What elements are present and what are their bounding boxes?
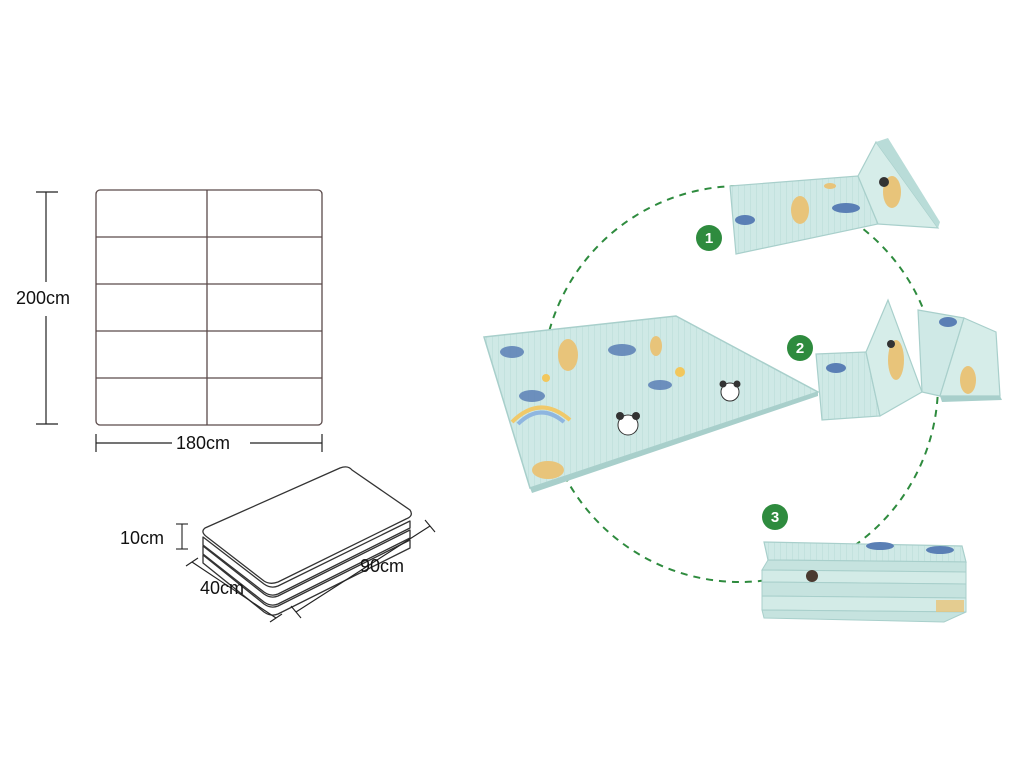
flat-mat-photo <box>483 315 820 493</box>
step2-mat-photo <box>815 298 1002 421</box>
step-1-badge: 1 <box>696 225 722 251</box>
height-dimension-arrow <box>36 191 58 425</box>
step3-mat-photo <box>761 541 967 623</box>
width-label: 180cm <box>176 433 231 453</box>
folded-mat-outline <box>202 466 412 616</box>
thickness-bracket <box>176 523 188 550</box>
depth-dimension-line <box>185 557 283 623</box>
step-3-badge: 3 <box>762 504 788 530</box>
giraffe-pattern <box>532 336 662 479</box>
cloud-pattern <box>500 344 672 402</box>
length-label: 90cm <box>360 556 405 576</box>
width-dimension-arrow <box>95 434 323 452</box>
step1-mat-photo <box>729 138 940 255</box>
depth-label: 40cm <box>200 578 245 598</box>
height-label: 200cm <box>16 288 71 308</box>
length-dimension-line <box>290 519 436 619</box>
thickness-label: 10cm <box>120 528 165 548</box>
rainbow-pattern <box>510 405 572 426</box>
flat-mat-outline <box>95 189 323 426</box>
panda-pattern <box>616 380 741 436</box>
step-2-badge: 2 <box>787 335 813 361</box>
